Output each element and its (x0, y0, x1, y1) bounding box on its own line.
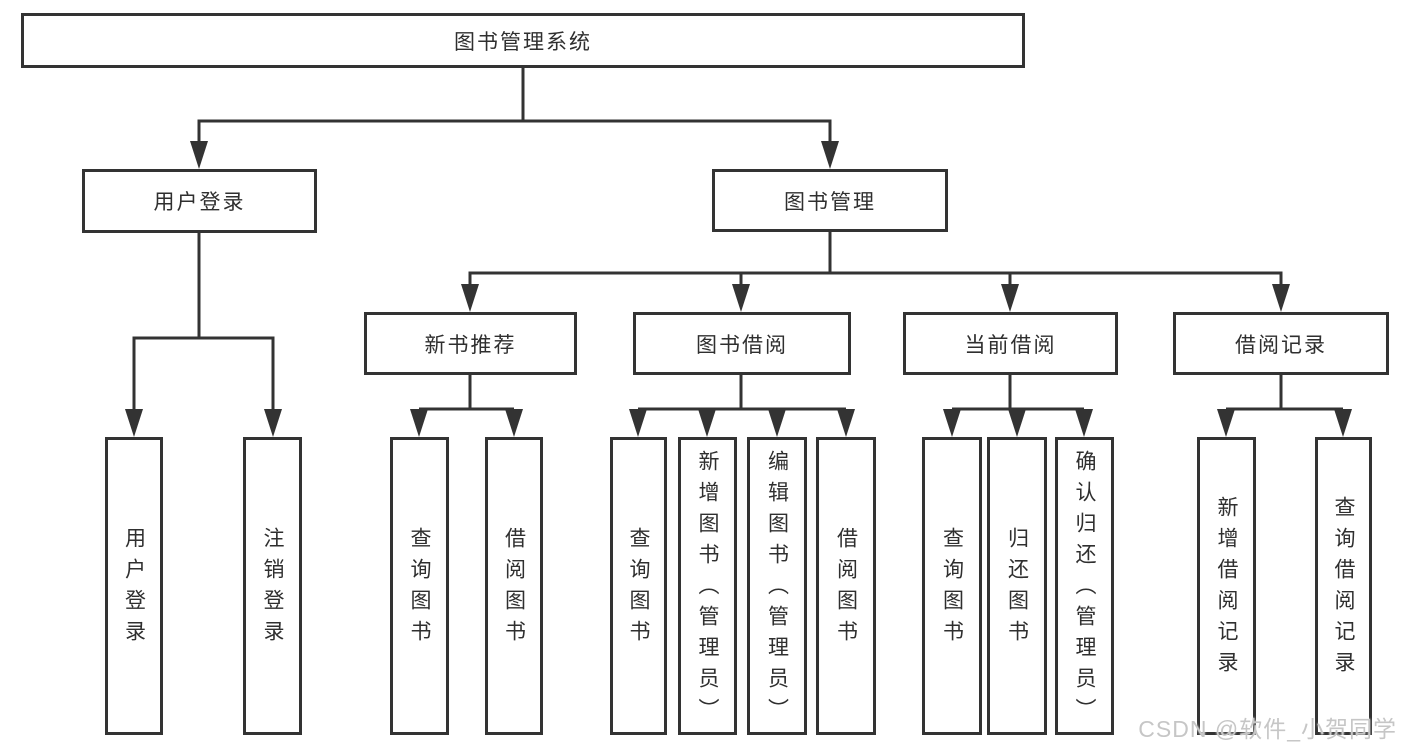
leaf-user-login: 用户登录 (105, 437, 163, 735)
node-book-borrow: 图书借阅 (633, 312, 851, 375)
leaf-query-borrow-record: 查询借阅记录 (1315, 437, 1372, 735)
leaf-query-books-recommend: 查询图书 (390, 437, 449, 735)
leaf-confirm-return-admin: 确认归还（管理员） (1055, 437, 1114, 735)
leaf-query-books-current: 查询图书 (922, 437, 982, 735)
leaf-borrow-books-recommend: 借阅图书 (485, 437, 543, 735)
node-new-book-recommend: 新书推荐 (364, 312, 577, 375)
node-current-borrow: 当前借阅 (903, 312, 1118, 375)
node-user-login: 用户登录 (82, 169, 317, 233)
leaf-add-book-admin: 新增图书（管理员） (678, 437, 737, 735)
leaf-edit-book-admin: 编辑图书（管理员） (747, 437, 807, 735)
node-root-system: 图书管理系统 (21, 13, 1025, 68)
leaf-add-borrow-record: 新增借阅记录 (1197, 437, 1256, 735)
leaf-logout: 注销登录 (243, 437, 302, 735)
leaf-borrow-books: 借阅图书 (816, 437, 876, 735)
leaf-return-book: 归还图书 (987, 437, 1047, 735)
node-borrow-records: 借阅记录 (1173, 312, 1389, 375)
node-book-management: 图书管理 (712, 169, 948, 232)
leaf-query-books-borrow: 查询图书 (610, 437, 667, 735)
csdn-watermark: CSDN @软件_小贺同学 (1138, 716, 1397, 742)
